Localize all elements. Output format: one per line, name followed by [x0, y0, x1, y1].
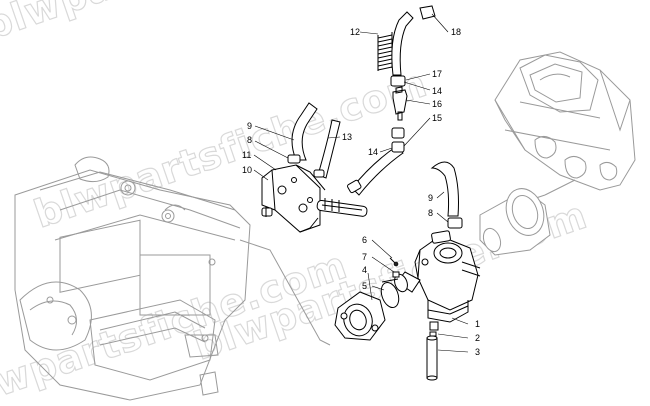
fuel-hoses [287, 102, 405, 196]
callout-18: 18 [451, 27, 461, 37]
callout-4: 4 [362, 265, 367, 275]
callout-16: 16 [432, 99, 442, 109]
callout-10: 10 [242, 165, 252, 175]
callout-5: 5 [362, 281, 367, 291]
engine-block [14, 156, 331, 401]
air-box [494, 51, 636, 211]
carb-mount-parts [334, 257, 438, 381]
callout-6: 6 [362, 235, 367, 245]
watermark-text: blwpartsfiche.com [0, 0, 383, 49]
callout-7: 7 [362, 252, 367, 262]
callout-9: 9 [247, 121, 252, 131]
intake-boot [479, 179, 576, 256]
callout-12: 12 [350, 27, 360, 37]
callout-15: 15 [432, 113, 442, 123]
fuel-pump [261, 164, 368, 233]
callout-1: 1 [475, 319, 480, 329]
callout-11: 11 [242, 150, 251, 160]
callout-9: 9 [428, 193, 433, 203]
callout-14: 14 [432, 86, 442, 96]
callout-8: 8 [247, 135, 252, 145]
callout-labels: 1 2 3 4 5 6 7 8 8 9 9 10 11 12 13 14 14 … [242, 27, 480, 357]
callout-14: 14 [368, 147, 378, 157]
carb-vent-hose [430, 161, 463, 229]
fuel-filter-line [377, 5, 436, 121]
callout-13: 13 [342, 132, 352, 142]
callout-3: 3 [475, 347, 480, 357]
callout-17: 17 [432, 69, 442, 79]
callout-2: 2 [475, 333, 480, 343]
carburetor [394, 230, 481, 331]
leader-lines [253, 13, 469, 353]
callout-8: 8 [428, 208, 433, 218]
